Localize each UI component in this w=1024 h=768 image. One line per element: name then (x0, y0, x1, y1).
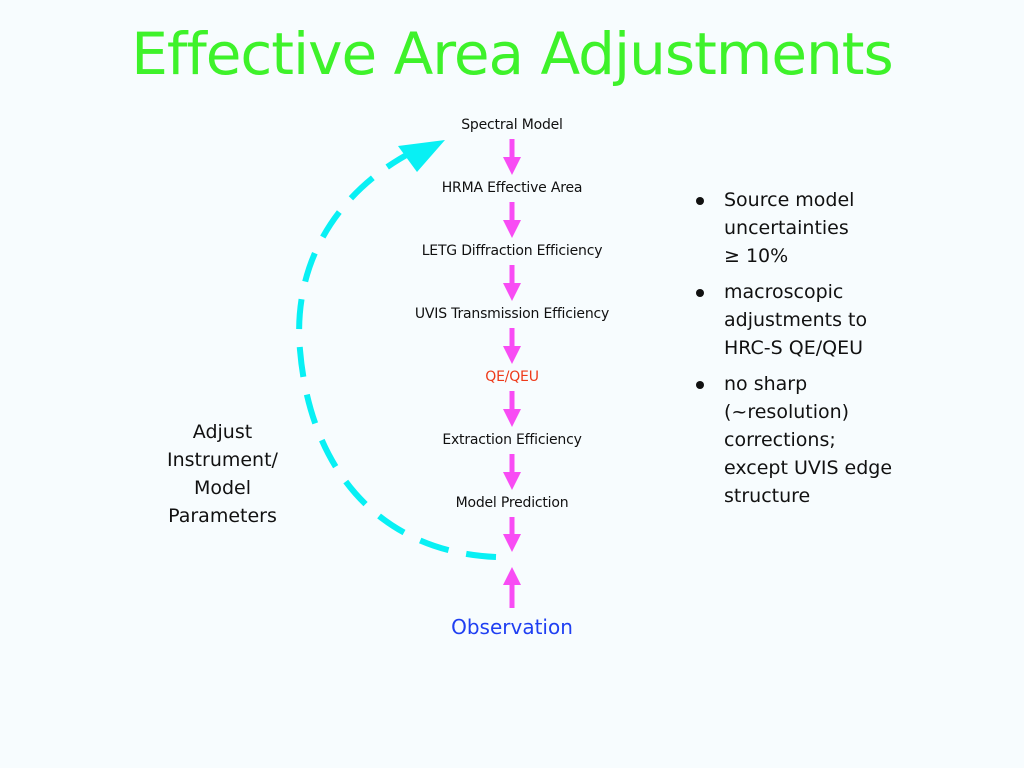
bullet-dot-icon (696, 381, 704, 389)
bullet-line: (~resolution) (724, 401, 850, 423)
bullet-line: adjustments to (724, 309, 868, 331)
flow-step: HRMA Effective Area (441, 180, 583, 196)
feedback-label-line: Instrument/ (167, 449, 278, 471)
bullet-line: macroscopic (724, 281, 844, 303)
bullet-line: HRC-S QE/QEU (724, 337, 863, 359)
bullet-dot-icon (696, 197, 704, 205)
feedback-arrowhead (398, 140, 445, 172)
bullet-item: Source model uncertainties ≥ 10% (692, 186, 992, 270)
bullet-line: structure (724, 485, 811, 507)
down-arrow-icon (503, 454, 521, 490)
flow-step: QE/QEU (485, 369, 539, 385)
flow-step: Spectral Model (461, 117, 563, 133)
flow-arrows (503, 139, 521, 608)
down-arrow-icon (503, 202, 521, 238)
up-arrow-icon (503, 567, 521, 608)
bullet-line: ≥ 10% (724, 245, 789, 267)
bullet-dot-icon (696, 289, 704, 297)
bullet-line: no sharp (724, 373, 808, 395)
flow-step: UVIS Transmission Efficiency (414, 306, 610, 322)
bullet-line: Source model (724, 189, 855, 211)
feedback-dashed-arc (296, 149, 497, 560)
feedback-loop-arrow (296, 140, 497, 560)
bullet-list: Source model uncertainties ≥ 10% macroscopi… (692, 186, 992, 518)
feedback-label-line: Model (193, 477, 252, 499)
down-arrow-icon (503, 265, 521, 301)
bullet-item: no sharp (~resolution) corrections; except … (692, 370, 992, 510)
bullet-item: macroscopic adjustments to HRC-S QE/QEU (692, 278, 992, 362)
bullet-line: uncertainties (724, 217, 849, 239)
observation-label: Observation (451, 615, 573, 639)
down-arrow-icon (503, 328, 521, 364)
flow-step: Model Prediction (455, 495, 569, 511)
down-arrow-icon (503, 139, 521, 175)
feedback-label-line: Parameters (168, 505, 277, 527)
flow-step: Extraction Efficiency (442, 432, 582, 448)
feedback-label: Adjust Instrument/ Model Parameters (150, 418, 295, 530)
bullet-line: corrections; (724, 429, 836, 451)
feedback-label-line: Adjust (192, 421, 253, 443)
slide-title: Effective Area Adjustments (131, 20, 893, 88)
bullet-line: except UVIS edge (724, 457, 893, 479)
flow-step: LETG Diffraction Efficiency (421, 243, 603, 259)
down-arrow-icon (503, 391, 521, 427)
down-arrow-icon (503, 517, 521, 552)
